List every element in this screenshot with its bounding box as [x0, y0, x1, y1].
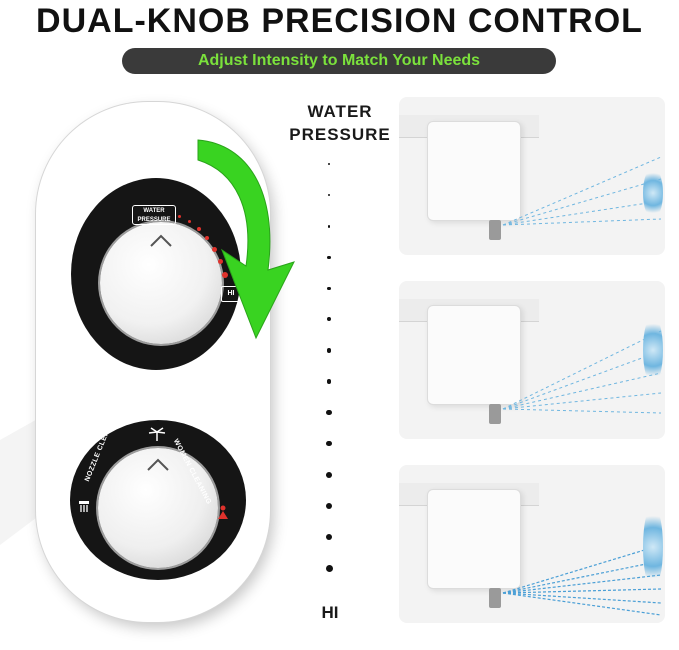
- scale-dot: [327, 286, 331, 291]
- scale-dot: [325, 564, 333, 572]
- scale-dot: [326, 348, 332, 353]
- nozzle-tip: [489, 404, 501, 424]
- mode-knob[interactable]: [98, 448, 218, 568]
- spray-stream: [502, 330, 662, 414]
- pressure-indicator-dot: [178, 215, 181, 218]
- nozzle-housing: [427, 305, 521, 405]
- pressure-indicator-dot: [205, 236, 209, 240]
- scale-dot: [326, 440, 332, 447]
- water-pressure-scale-label: WATER PRESSURE: [289, 102, 391, 144]
- scale-dot: [328, 163, 330, 165]
- nozzle-tip: [489, 588, 501, 608]
- women-icon: [218, 505, 228, 519]
- scale-dot: [326, 410, 332, 416]
- spray-panel-high: [399, 465, 665, 623]
- water-splash: [643, 167, 663, 219]
- pressure-indicator-dot: [188, 220, 191, 223]
- scale-dot: [327, 193, 331, 197]
- spray-stream: [502, 156, 662, 226]
- pressure-indicator-dot: [212, 247, 217, 252]
- water-splash: [643, 315, 663, 385]
- scale-dot: [325, 502, 333, 509]
- page-title: DUAL-KNOB PRECISION CONTROL: [36, 2, 643, 40]
- nozzle-clean-icon: [79, 501, 89, 512]
- arrow-down-icon: [197, 139, 295, 340]
- spray-panel-medium: [399, 281, 665, 439]
- scale-dot: [325, 533, 333, 541]
- subtitle-banner: Adjust Intensity to Match Your Needs: [122, 48, 556, 74]
- chevron-up-icon: [150, 234, 172, 247]
- chevron-up-icon: [147, 458, 169, 471]
- pressure-indicator-dot: [218, 259, 223, 264]
- water-pressure-badge: WATER PRESSURE: [132, 205, 176, 225]
- nozzle-spray-icon: [148, 427, 166, 441]
- scale-dot: [326, 471, 332, 478]
- nozzle-tip: [489, 220, 501, 240]
- scale-dot: [327, 255, 331, 259]
- spray-panel-low: [399, 97, 665, 255]
- pressure-indicator-dot: [197, 227, 201, 231]
- scale-dot: [327, 224, 331, 228]
- scale-dot: [327, 317, 331, 322]
- scale-dot: [326, 379, 332, 384]
- spray-stream: [502, 544, 662, 616]
- pressure-indicator-dot: [222, 272, 228, 278]
- water-pressure-knob[interactable]: [100, 222, 222, 344]
- scale-hi-label: HI: [321, 603, 339, 622]
- water-splash: [643, 505, 663, 589]
- nozzle-housing: [427, 489, 521, 589]
- nozzle-housing: [427, 121, 521, 221]
